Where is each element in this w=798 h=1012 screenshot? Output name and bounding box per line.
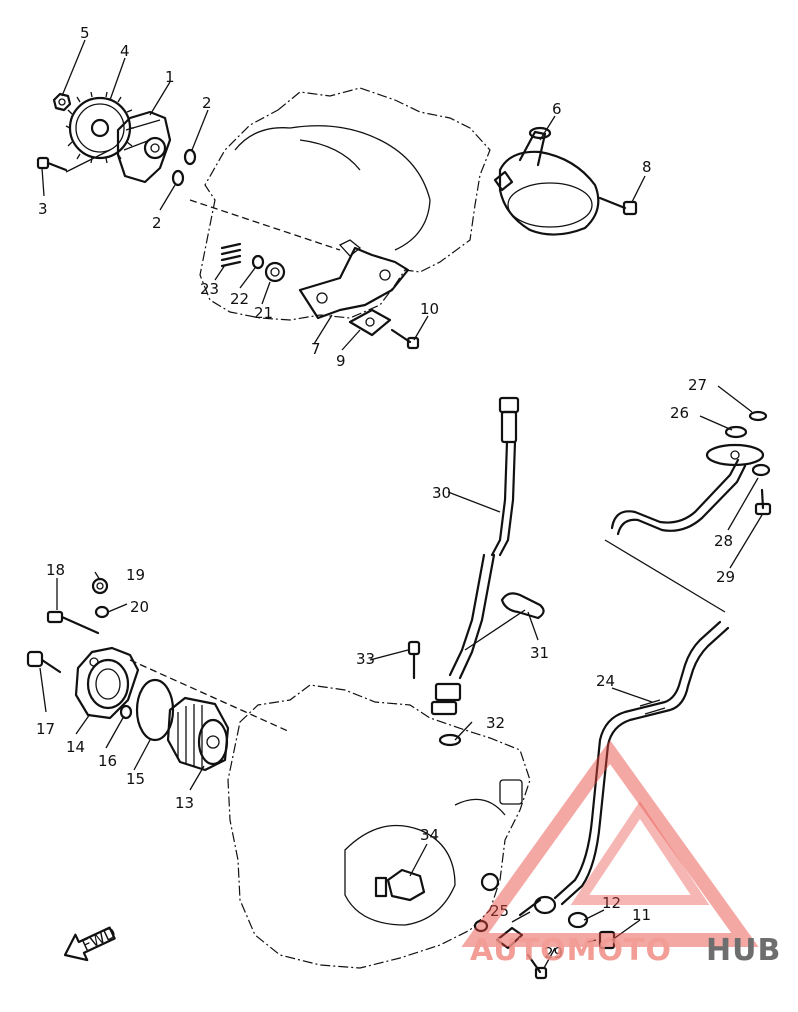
bolt-3 xyxy=(36,156,68,172)
fwd-label: FWD xyxy=(79,924,118,955)
part-label-17: 17 xyxy=(36,720,55,738)
cover-34 xyxy=(374,868,426,902)
oil-pump-body xyxy=(116,110,172,184)
bolt-33 xyxy=(407,640,421,680)
o-ring-25 xyxy=(473,919,489,933)
part-label-25: 25 xyxy=(490,902,509,920)
pipe-fitting-lower xyxy=(518,895,557,917)
oil-strainer-6 xyxy=(493,126,600,236)
watermark-brand-part1: AUTOMOTO xyxy=(470,933,672,968)
breather-pipe-30 xyxy=(430,396,520,716)
part-label-4: 4 xyxy=(120,42,130,60)
leader-clamp xyxy=(464,609,526,651)
banjo-bolt-11 xyxy=(587,930,616,950)
oil-pipe-24 xyxy=(553,620,730,906)
part-label-8: 8 xyxy=(642,158,652,176)
nut-5 xyxy=(52,92,72,112)
leader-pump-to-case xyxy=(65,149,111,173)
fwd-arrow-icon: FWD xyxy=(63,924,119,962)
part-label-18: 18 xyxy=(46,561,65,579)
bolt-8 xyxy=(598,196,638,216)
oil-pump-gear xyxy=(65,91,134,164)
washer-20 xyxy=(94,605,110,619)
washer-28 xyxy=(751,463,771,477)
part-label-1: 1 xyxy=(165,68,175,86)
part-label-26: 26 xyxy=(670,404,689,422)
o-ring-26 xyxy=(724,425,748,439)
part-label-33: 33 xyxy=(356,650,375,668)
bolt-18 xyxy=(46,610,100,635)
o-ring-32 xyxy=(438,733,462,747)
watermark-logo: AUTOMOTO HUB xyxy=(461,739,781,968)
plug-21 xyxy=(264,261,286,283)
o-ring-22 xyxy=(251,254,265,270)
oil-pipe-upper xyxy=(610,443,765,536)
part-label-19: 19 xyxy=(126,566,145,584)
part-label-12: 12 xyxy=(602,894,621,912)
part-label-34: 34 xyxy=(420,826,439,844)
leader-lines xyxy=(39,39,763,969)
lower-crankcase-outline xyxy=(227,684,531,969)
nut-19 xyxy=(91,577,109,595)
part-label-20: 20 xyxy=(130,598,149,616)
bolt-29-upper xyxy=(754,488,772,516)
dash-filter-to-case xyxy=(129,659,291,733)
o-rings-2 xyxy=(171,148,197,187)
part-label-27: 27 xyxy=(688,376,707,394)
part-label-11: 11 xyxy=(632,906,651,924)
part-label-22: 22 xyxy=(230,290,249,308)
part-label-10: 10 xyxy=(420,300,439,318)
part-label-14: 14 xyxy=(66,738,85,756)
part-label-5: 5 xyxy=(80,24,90,42)
o-ring-27 xyxy=(748,410,768,422)
part-label-15: 15 xyxy=(126,770,145,788)
upper-crankcase-outline xyxy=(199,87,491,321)
part-label-16: 16 xyxy=(98,752,117,770)
part-label-9: 9 xyxy=(336,352,346,370)
watermark-triangle-icon xyxy=(461,739,759,947)
part-label-30: 30 xyxy=(432,484,451,502)
o-ring-16 xyxy=(119,704,133,720)
part-label-29b: 29 xyxy=(544,944,563,962)
clamp-31 xyxy=(500,592,545,620)
bracket-7 xyxy=(298,239,410,320)
leader-pipe-joint xyxy=(604,539,726,613)
cover-9 xyxy=(348,308,392,337)
bolt-fitting-lower xyxy=(480,872,500,892)
part-label-2a: 2 xyxy=(202,94,212,112)
part-label-28: 28 xyxy=(714,532,733,550)
bolt-17 xyxy=(26,650,62,674)
part-label-24: 24 xyxy=(596,672,615,690)
filter-cover-14 xyxy=(74,646,140,720)
part-label-32: 32 xyxy=(486,714,505,732)
watermark-brand-part2: HUB xyxy=(706,933,781,968)
part-label-3: 3 xyxy=(38,200,48,218)
part-label-13: 13 xyxy=(175,794,194,812)
washer-12 xyxy=(567,911,589,929)
part-label-29a: 29 xyxy=(716,568,735,586)
part-label-23: 23 xyxy=(200,280,219,298)
part-label-31: 31 xyxy=(530,644,549,662)
o-ring-15 xyxy=(135,678,175,742)
part-label-7: 7 xyxy=(311,340,321,358)
pipe-fitting-bottom xyxy=(495,926,524,950)
spring-23 xyxy=(220,242,242,268)
part-label-2b: 2 xyxy=(152,214,162,232)
oil-filter-13 xyxy=(166,696,230,772)
dash-pump-to-case xyxy=(189,199,341,251)
part-label-21: 21 xyxy=(254,304,273,322)
part-number-labels: 1 2 2 3 4 5 6 7 8 9 10 11 12 13 14 15 16… xyxy=(36,24,735,962)
bolt-29-lower xyxy=(526,953,548,980)
bolt-10 xyxy=(390,328,420,350)
part-label-6: 6 xyxy=(552,100,562,118)
